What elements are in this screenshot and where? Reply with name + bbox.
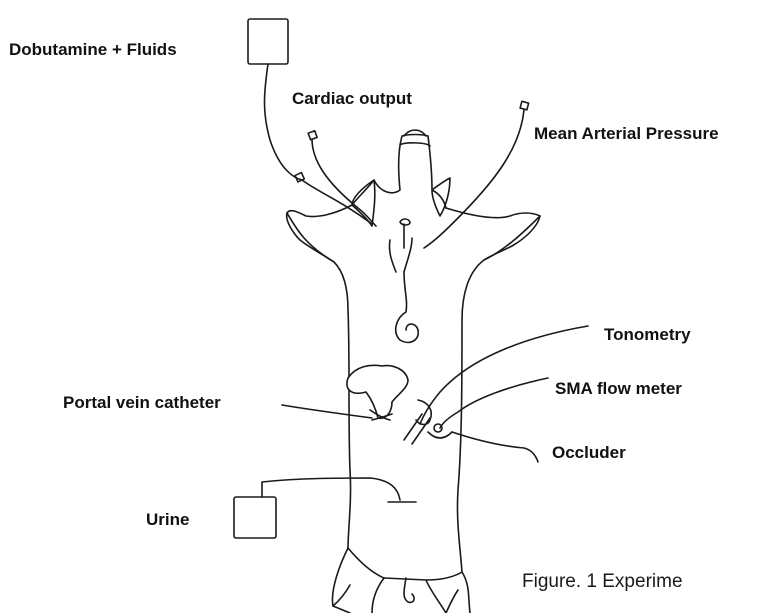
right-hindlimb bbox=[426, 572, 462, 613]
urine-label: Urine bbox=[146, 511, 189, 528]
mesenteric-loop bbox=[416, 400, 431, 425]
neck-midline bbox=[389, 238, 412, 272]
tonometry-line bbox=[420, 326, 588, 424]
pig-head bbox=[352, 135, 446, 209]
occluder-line bbox=[452, 432, 538, 462]
portal-vein-label: Portal vein catheter bbox=[63, 394, 221, 411]
pig-body-outline bbox=[287, 205, 540, 613]
sma-flow-line bbox=[440, 378, 548, 428]
dobutamine-bag bbox=[248, 19, 288, 64]
cardiac-output-line bbox=[312, 139, 376, 226]
cardiac-output-label: Cardiac output bbox=[292, 90, 412, 107]
urine-line bbox=[262, 478, 400, 500]
sma-flow-label: SMA flow meter bbox=[555, 380, 682, 397]
pig-snout bbox=[400, 130, 430, 146]
abdominal-loop bbox=[396, 272, 419, 342]
cardiac-output-connector bbox=[308, 131, 317, 140]
figure-caption: Figure. 1 Experime bbox=[522, 572, 683, 591]
dobutamine-label: Dobutamine + Fluids bbox=[9, 41, 177, 58]
left-ear bbox=[352, 180, 375, 226]
left-hindlimb bbox=[333, 548, 384, 606]
pig-tail bbox=[404, 578, 414, 602]
sma-vessel bbox=[404, 414, 430, 444]
left-forelimb bbox=[287, 213, 334, 262]
map-label: Mean Arterial Pressure bbox=[534, 125, 719, 142]
tracheostomy-tube bbox=[400, 219, 410, 248]
occluder-band bbox=[428, 432, 452, 438]
portal-vein-line bbox=[282, 405, 372, 418]
urine-bag bbox=[234, 497, 276, 538]
map-line bbox=[424, 110, 524, 248]
map-connector bbox=[520, 101, 529, 110]
occluder-label: Occluder bbox=[552, 444, 626, 461]
tonometry-label: Tonometry bbox=[604, 326, 691, 343]
right-forelimb bbox=[484, 216, 540, 260]
liver-lobe bbox=[347, 365, 408, 418]
